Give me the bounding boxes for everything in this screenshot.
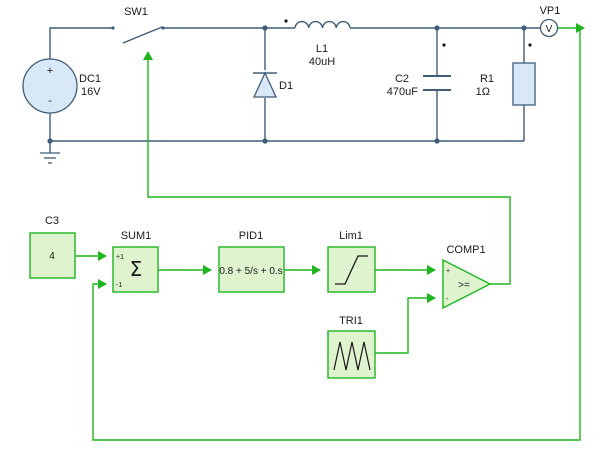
arrow-icon [203, 265, 212, 275]
capacitor-name: C2 [395, 73, 409, 85]
triangle-wave-icon [333, 341, 371, 371]
voltmeter-icon [539, 18, 559, 38]
diode-icon [252, 71, 278, 98]
sum-plus-port: +1 [116, 254, 124, 261]
arrow-icon [427, 293, 436, 303]
resistor-icon [512, 62, 536, 106]
comp-operator: >= [458, 280, 470, 291]
capacitor-value: 470uF [387, 86, 418, 98]
summing-block[interactable]: Σ +1 -1 SUM1 [112, 230, 159, 293]
junction-node [434, 138, 440, 144]
resistor-name: R1 [480, 73, 494, 85]
pid-block[interactable]: 0.8 + 5/s + 0.s PID1 [218, 230, 285, 293]
constant-value: 4 [49, 251, 55, 262]
resistor[interactable]: R1 1Ω [476, 43, 536, 106]
triangle-wave-block[interactable]: TRI1 [327, 315, 376, 379]
triangle-name: TRI1 [339, 315, 363, 327]
comp-name: COMP1 [446, 244, 485, 256]
pid-name: PID1 [239, 230, 263, 242]
switch-name: SW1 [124, 6, 148, 18]
inductor-coil-icon [294, 20, 351, 29]
probe-symbol: V [546, 24, 553, 35]
constant-block[interactable]: 4 C3 [29, 215, 76, 279]
junction-node [47, 138, 53, 144]
comp-plus-port: + [446, 268, 450, 275]
dc-source-minus: - [48, 95, 52, 107]
pid-expression: 0.8 + 5/s + 0.s [219, 266, 282, 277]
limiter-name: Lim1 [339, 230, 363, 242]
sum-minus-port: -1 [116, 282, 122, 289]
voltage-probe[interactable]: V VP1 [539, 5, 561, 38]
comp-minus-port: - [446, 296, 449, 303]
diode[interactable]: D1 [252, 71, 293, 98]
sigma-icon: Σ [130, 257, 143, 281]
arrow-icon [143, 51, 153, 60]
dc-source-value: 16V [81, 86, 101, 98]
constant-name: C3 [45, 215, 59, 227]
dc-source[interactable]: + - DC1 16V [22, 58, 101, 114]
switch-contact [161, 26, 165, 30]
polarity-dot [442, 43, 446, 47]
sum-name: SUM1 [121, 230, 152, 242]
control-wires [75, 23, 585, 441]
inductor-name: L1 [316, 43, 328, 55]
ground-icon[interactable] [40, 152, 60, 164]
arrow-icon [312, 265, 321, 275]
limiter-block[interactable]: Lim1 [327, 230, 376, 293]
inductor-value: 40uH [309, 56, 335, 68]
polarity-dot [528, 43, 532, 47]
polarity-dot [284, 19, 288, 23]
switch[interactable]: SW1 [111, 6, 165, 44]
dc-source-icon [22, 58, 78, 114]
junction-node [521, 25, 527, 31]
wire-junctions [47, 25, 527, 144]
junction-node [262, 138, 268, 144]
comparator-block[interactable]: + - >= COMP1 [442, 244, 492, 310]
switch-contact [111, 26, 115, 30]
arrow-icon [427, 265, 436, 275]
dc-source-name: DC1 [79, 73, 101, 85]
arrow-icon [98, 251, 107, 261]
junction-node [434, 25, 440, 31]
probe-name: VP1 [540, 5, 561, 17]
junction-node [262, 25, 268, 31]
switch-blade-icon [122, 26, 163, 44]
limiter-curve-icon [335, 255, 368, 285]
control-arrows [98, 51, 436, 303]
power-wires [49, 27, 540, 153]
inductor[interactable]: L1 40uH [284, 19, 351, 68]
capacitor[interactable]: C2 470uF [387, 43, 451, 98]
dc-source-plus: + [47, 65, 53, 77]
resistor-value: 1Ω [476, 86, 490, 98]
diode-name: D1 [279, 80, 293, 92]
arrow-icon [98, 279, 107, 289]
